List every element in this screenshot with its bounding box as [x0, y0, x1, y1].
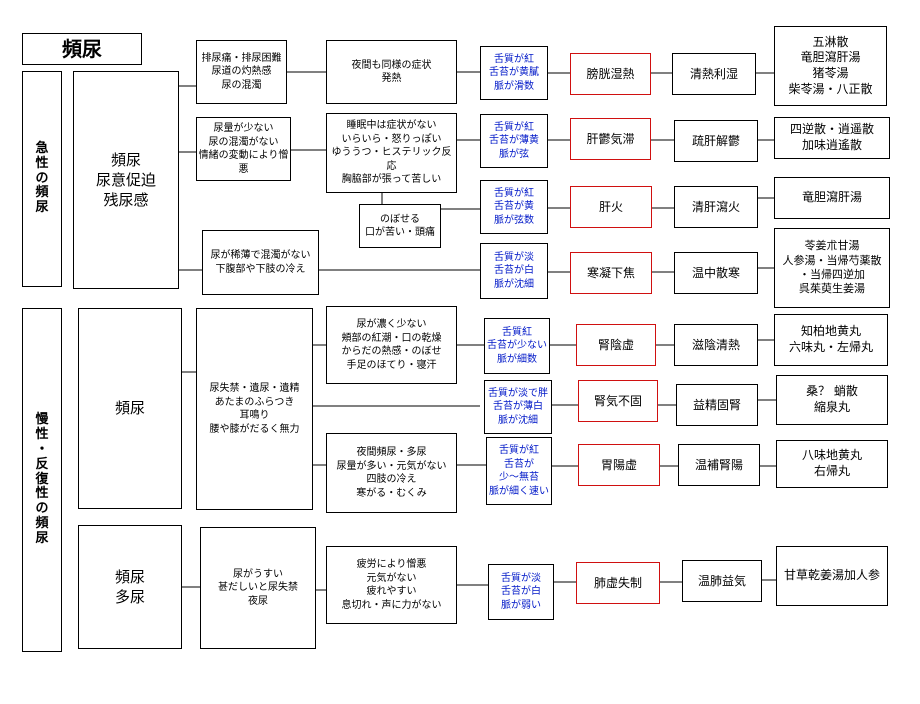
page-title: 頻尿 [22, 33, 142, 65]
chronic-cause-2: 尿がうすい 甚だしいと尿失禁 夜尿 [200, 527, 316, 649]
treatment-warm-lung-qi: 温肺益気 [682, 560, 762, 602]
formulas-chronic-1: 知柏地黄丸 六味丸・左帰丸 [774, 314, 888, 366]
formulas-acute-1: 五淋散 竜胆瀉肝湯 猪苓湯 柴苓湯・八正散 [774, 26, 887, 106]
acute-tongue-pulse-1: 舌質が紅 舌苔が黄膩 脈が滑数 [480, 46, 548, 100]
acute-tongue-pulse-2: 舌質が紅 舌苔が薄黄 脈が弦 [480, 114, 548, 168]
chronic-main-1: 頻尿 [78, 308, 182, 509]
acute-symptom-3: のぼせる 口が苦い・頭痛 [359, 204, 441, 248]
pattern-liver-fire: 肝火 [570, 186, 652, 228]
chronic-tongue-pulse-2: 舌質が淡で胖 舌苔が薄白 脈が沈細 [484, 380, 552, 434]
chronic-symptom-1: 尿が濃く少ない 頬部の紅潮・口の乾燥 からだの熱感・のぼせ 手足のほてり・寝汗 [326, 306, 457, 384]
formulas-acute-4: 苓姜朮甘湯 人参湯・当帰芍薬散 ・当帰四逆加 呉茱萸生姜湯 [774, 228, 890, 308]
acute-tongue-pulse-4: 舌質が淡 舌苔が白 脈が沈細 [480, 243, 548, 299]
formulas-acute-3: 竜胆瀉肝湯 [774, 177, 890, 219]
acute-cause-1: 排尿痛・排尿困難 尿道の灼熱感 尿の混濁 [196, 40, 287, 104]
chronic-main-2: 頻尿 多尿 [78, 525, 182, 649]
treatment-warm-dispel-cold: 温中散寒 [674, 252, 758, 294]
pattern-stomach-yang-deficiency: 胃陽虚 [578, 444, 660, 486]
formulas-acute-2: 四逆散・逍遥散 加味逍遙散 [774, 117, 890, 159]
chronic-tongue-pulse-3: 舌質が紅 舌苔が 少～無苔 脈が細く速い [486, 437, 552, 505]
pattern-kidney-qi-insecure: 腎気不固 [578, 380, 658, 422]
treatment-nourish-yin: 滋陰清熱 [674, 324, 758, 366]
pattern-bladder-damp-heat: 膀胱湿熱 [570, 53, 651, 95]
chronic-symptom-3: 疲労により憎悪 元気がない 疲れやすい 息切れ・声に力がない [326, 546, 457, 624]
chronic-symptom-2: 夜間頻尿・多尿 尿量が多い・元気がない 四肢の冷え 寒がる・むくみ [326, 433, 457, 513]
acute-symptom-2: 睡眠中は症状がない いらいら・怒りっぽい ゆううつ・ヒステリック反応 胸脇部が張… [326, 113, 457, 193]
chronic-tongue-pulse-1: 舌質紅 舌苔が少ない 脈が細数 [484, 318, 550, 374]
acute-cause-3: 尿が稀薄で混濁がない 下腹部や下肢の冷え [202, 230, 319, 295]
pattern-kidney-yin-deficiency: 腎陰虚 [576, 324, 656, 366]
chronic-cause-1: 尿失禁・遺尿・遺精 あたまのふらつき 耳鳴り 腰や膝がだるく無力 [196, 308, 313, 510]
chronic-section-label: 慢 性 ・ 反 復 性 の 頻 尿 [22, 308, 62, 652]
treatment-warm-kidney-yang: 温補腎陽 [678, 444, 760, 486]
treatment-secure-kidney: 益精固腎 [676, 384, 758, 426]
chronic-tongue-pulse-4: 舌質が淡 舌苔が白 脈が弱い [488, 564, 554, 620]
pattern-cold-lower-jiao: 寒凝下焦 [570, 252, 652, 294]
formulas-chronic-4: 甘草乾姜湯加人参 [776, 546, 888, 606]
formulas-chronic-3: 八味地黄丸 右帰丸 [776, 440, 888, 488]
acute-section-label: 急 性 の 頻 尿 [22, 71, 62, 287]
treatment-soothe-liver: 疏肝解鬱 [674, 120, 758, 162]
pattern-liver-qi-stagnation: 肝鬱気滞 [570, 118, 651, 160]
formulas-chronic-2: 桑？ 蛸散 縮泉丸 [776, 375, 888, 425]
treatment-clear-liver-fire: 清肝瀉火 [674, 186, 758, 228]
acute-cause-2: 尿量が少ない 尿の混濁がない 情緒の変動により憎悪 [196, 117, 291, 181]
acute-tongue-pulse-3: 舌質が紅 舌苔が黄 脈が弦数 [480, 180, 548, 234]
acute-main-symptoms: 頻尿 尿意促迫 残尿感 [73, 71, 179, 289]
treatment-clear-heat-drain-damp: 清熱利湿 [672, 53, 756, 95]
acute-symptom-1: 夜間も同様の症状 発熱 [326, 40, 457, 104]
pattern-lung-deficiency: 肺虚失制 [576, 562, 660, 604]
